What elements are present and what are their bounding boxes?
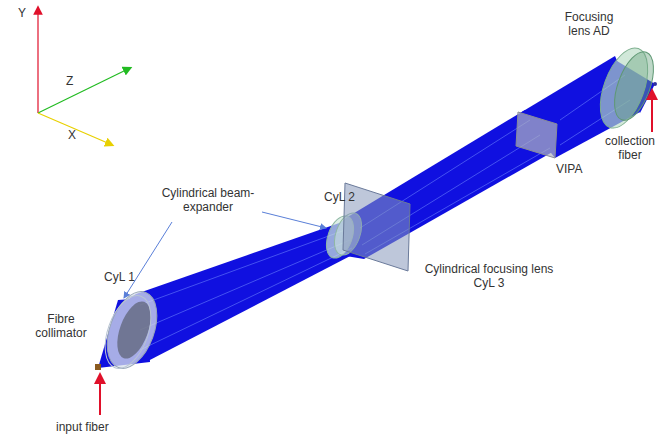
- leader-line: [124, 222, 172, 298]
- part-label: Y: [18, 6, 38, 20]
- beam-rays: [140, 75, 630, 350]
- part-label: input fiber: [56, 420, 136, 434]
- input-fiber-end: [95, 364, 101, 370]
- part-label: CyL 1: [104, 270, 144, 284]
- part-label: Fibre collimator: [28, 312, 94, 340]
- laser-beam: [98, 56, 655, 368]
- x-axis: [38, 113, 110, 144]
- collection-fiber-end: [653, 82, 657, 86]
- collection-pointer: [651, 94, 653, 132]
- part-label: Cylindrical beam-expander: [150, 186, 266, 214]
- part-label: VIPA: [556, 162, 596, 176]
- part-label: CyL 2: [324, 190, 364, 204]
- part-label: Z: [66, 74, 86, 88]
- part-label: collection fiber: [599, 134, 661, 162]
- part-label: X: [68, 128, 88, 142]
- y-axis: [37, 10, 38, 113]
- part-label: Focusing lens AD: [558, 10, 620, 38]
- z-axis: [38, 69, 128, 113]
- cyl1-lens: [96, 285, 166, 375]
- part-label: Cylindrical focusing lens CyL 3: [424, 262, 554, 290]
- vipa-etalon: [516, 112, 557, 158]
- focusing-lens: [591, 42, 662, 135]
- leader-line: [262, 212, 326, 228]
- input-pointer: [99, 378, 101, 415]
